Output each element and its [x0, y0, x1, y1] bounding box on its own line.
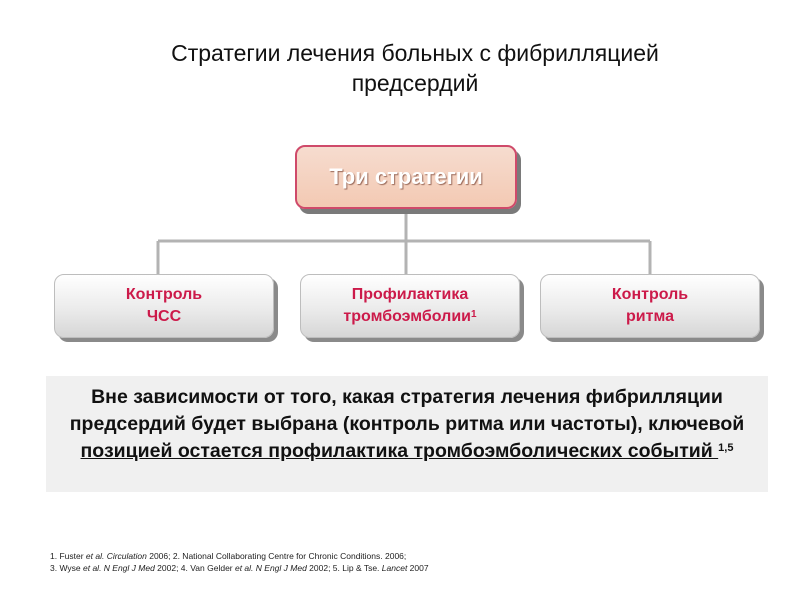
statement-ref-sup: 1,5 — [718, 442, 734, 454]
strategies-root-label: Три стратегии — [329, 164, 483, 189]
reference-segment: 2007 — [409, 563, 429, 573]
reference-segment: 3. Wyse — [50, 563, 83, 573]
title-line-2: предсердий — [351, 70, 479, 96]
reference-segment: 2002; 5. Lip & Tse. — [309, 563, 382, 573]
reference-line-2: 3. Wyse et al. N Engl J Med 2002; 4. Van… — [50, 562, 750, 574]
reference-segment: Lancet — [381, 563, 410, 573]
reference-segment: 1. Fuster — [50, 551, 86, 561]
rhythm-control-line-1: Контроль — [611, 286, 689, 303]
rhythm-control-box: Контроль ритма — [540, 274, 760, 338]
statement-underlined: позицией остается профилактика тромбоэмб… — [80, 440, 719, 462]
title-line-1: Стратегии лечения больных с фибрилляцией — [171, 40, 659, 66]
reference-segment: et al. N Engl J Med — [83, 563, 158, 573]
reference-segment: 2006; 2. National Collaborating Centre f… — [149, 551, 407, 561]
reference-segment: 2002; 4. Van Gelder — [157, 563, 235, 573]
rate-control-line-1: Контроль — [125, 286, 203, 303]
key-statement: Вне зависимости от того, какая стратегия… — [46, 376, 768, 492]
rate-control-line-2: ЧСС — [146, 308, 182, 325]
strategies-root-box: Три стратегии — [295, 145, 517, 209]
prophylaxis-ref-sup: 1 — [471, 309, 477, 320]
prophylaxis-line-2: тромбоэмболии — [343, 308, 472, 325]
references: 1. Fuster et al. Circulation 2006; 2. Na… — [50, 550, 750, 574]
reference-segment: et al. N Engl J Med — [234, 563, 310, 573]
statement-text: Вне зависимости от того, какая стратегия… — [69, 386, 745, 435]
prophylaxis-line-1: Профилактика — [351, 286, 469, 303]
rate-control-box: Контроль ЧСС — [54, 274, 274, 338]
reference-segment: et al. Circulation — [85, 551, 150, 561]
rhythm-control-line-2: ритма — [626, 308, 674, 325]
page-title: Стратегии лечения больных с фибрилляцией… — [100, 38, 730, 98]
reference-line-1: 1. Fuster et al. Circulation 2006; 2. Na… — [50, 550, 750, 562]
thromboembolism-prophylaxis-box: Профилактика тромбоэмболии1 — [300, 274, 520, 338]
